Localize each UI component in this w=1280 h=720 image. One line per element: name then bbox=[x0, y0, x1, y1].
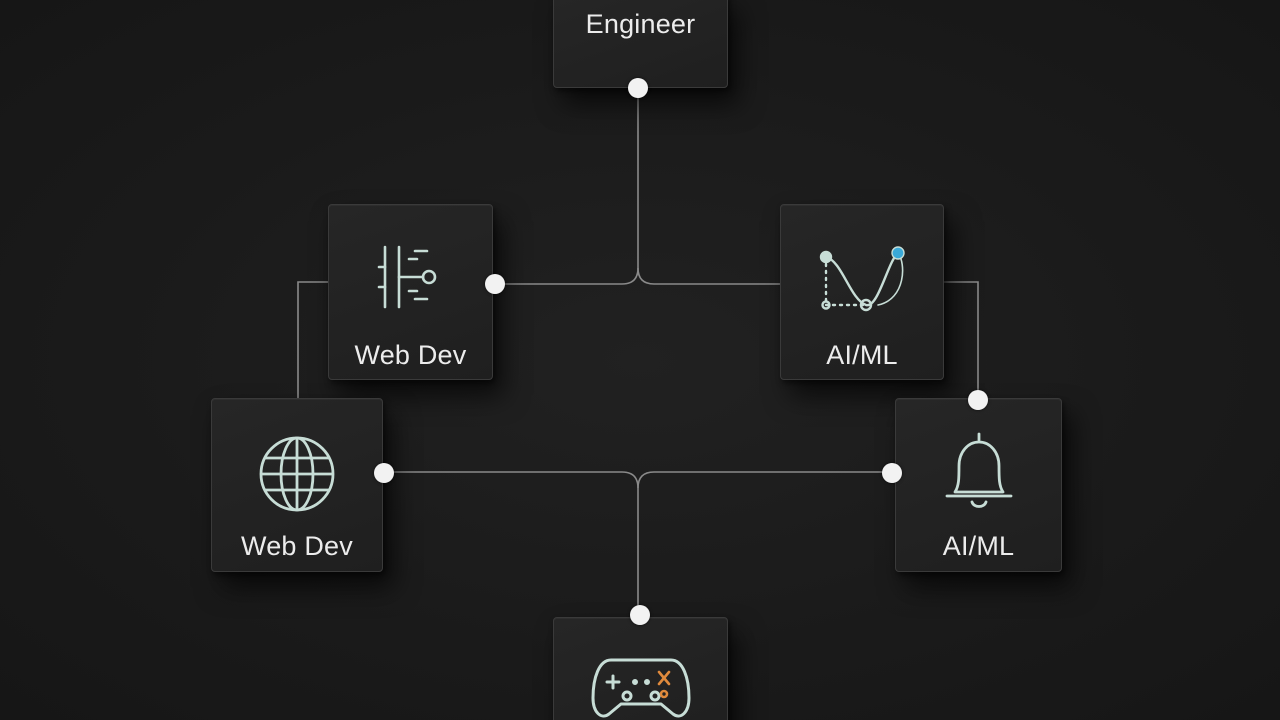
node-engineer-label: Engineer bbox=[585, 9, 696, 39]
node-webdev-top-label: Web Dev bbox=[354, 340, 467, 370]
port-webdev-bottom-out[interactable] bbox=[374, 463, 394, 483]
graph-curve-icon bbox=[819, 246, 905, 312]
node-aiml-bottom[interactable]: AI/ML bbox=[895, 398, 1062, 572]
gamepad-icon bbox=[591, 658, 690, 718]
node-webdev-top[interactable]: Web Dev bbox=[328, 204, 493, 380]
node-aiml-top-label: AI/ML bbox=[826, 340, 898, 370]
connector-engineer-trunk bbox=[496, 88, 639, 285]
bell-icon bbox=[945, 432, 1012, 508]
connector-engineer-aiml bbox=[637, 267, 780, 285]
node-aiml-top[interactable]: AI/ML bbox=[780, 204, 944, 380]
connector-webdev-vertical bbox=[297, 281, 329, 398]
code-bracket-icon bbox=[377, 245, 436, 309]
port-engineer-out[interactable] bbox=[628, 78, 648, 98]
port-webdev-top-out[interactable] bbox=[485, 274, 505, 294]
port-gaming-in[interactable] bbox=[630, 605, 650, 625]
connector-aiml-vertical bbox=[944, 281, 979, 400]
node-engineer[interactable]: Engineer bbox=[553, 0, 728, 88]
port-aiml-bottom-in[interactable] bbox=[968, 390, 988, 410]
connector-aiml-bottom bbox=[637, 471, 892, 489]
connector-webdev-bottom bbox=[384, 471, 639, 615]
node-gaming[interactable] bbox=[553, 617, 728, 720]
node-webdev-bottom-label: Web Dev bbox=[241, 531, 353, 561]
node-webdev-bottom[interactable]: Web Dev bbox=[211, 398, 383, 572]
port-aiml-bottom-out[interactable] bbox=[882, 463, 902, 483]
globe-icon bbox=[259, 436, 335, 512]
node-aiml-bottom-label: AI/ML bbox=[942, 531, 1015, 561]
